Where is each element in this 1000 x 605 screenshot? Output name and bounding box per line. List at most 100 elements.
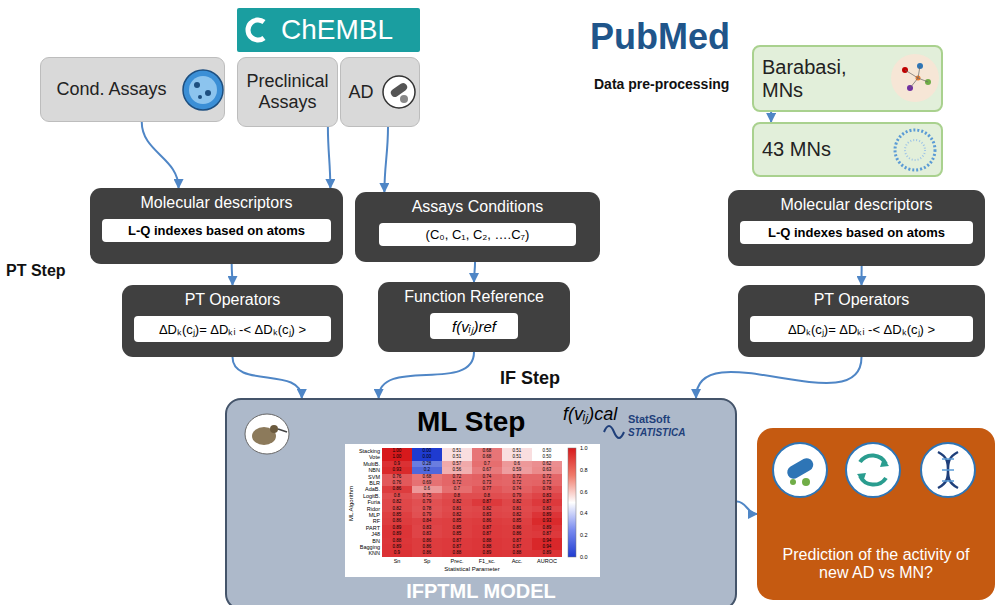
column-header: F1_sc. bbox=[472, 558, 502, 564]
flow-arrow bbox=[696, 357, 861, 398]
colorbar-tick: 0.6 bbox=[580, 489, 588, 495]
heatmap-cell: 0.88 bbox=[442, 550, 472, 556]
row-header: PART bbox=[345, 525, 380, 531]
node-text: Cond. Assays bbox=[45, 79, 220, 100]
step-label: PT Step bbox=[6, 262, 66, 280]
node-text: L-Q indexes based on atoms bbox=[746, 225, 967, 240]
formula-box: f(vᵢⱼ)ref bbox=[430, 313, 518, 339]
column-header: Sn bbox=[382, 558, 412, 564]
source-logo: ChEMBL bbox=[237, 8, 420, 52]
pill-icon bbox=[773, 443, 827, 497]
row-header: Bagging bbox=[345, 544, 380, 550]
step-label: IF Step bbox=[500, 368, 560, 389]
dna-icon bbox=[921, 443, 975, 497]
colorbar-tick: 0.0 bbox=[580, 554, 588, 560]
process-box: Assays Conditions (C₀, C₁, C₂, ….C₇) bbox=[355, 192, 600, 262]
network-box: 43 MNs bbox=[752, 122, 943, 177]
formula-box: ΔDₖ(cⱼ)= ΔDₖᵢ -< ΔDₖ(cⱼ) > bbox=[134, 316, 331, 342]
logo-text: PubMed bbox=[590, 16, 730, 58]
statistica-logo bbox=[604, 426, 624, 438]
logo-text: StatSoft bbox=[628, 413, 670, 425]
flow-arrow bbox=[379, 352, 474, 398]
colorbar-tick: 1.0 bbox=[580, 445, 588, 451]
process-box: Molecular descriptorsL-Q indexes based o… bbox=[90, 188, 343, 264]
logo-text: STATISTICA bbox=[628, 427, 685, 438]
flow-arrow bbox=[737, 502, 757, 515]
heatmap-cell: 0.9 bbox=[382, 550, 412, 556]
column-header: Acc. bbox=[502, 558, 532, 564]
flow-arrow bbox=[770, 112, 772, 122]
flow-arrow bbox=[384, 127, 388, 192]
node-text: Molecular descriptors bbox=[736, 196, 977, 214]
source-box: Preclinical Assays bbox=[237, 57, 338, 127]
colorbar-tick: 0.4 bbox=[580, 510, 588, 516]
row-header: Stacking bbox=[345, 448, 380, 454]
network-icon bbox=[895, 130, 935, 170]
heatmap-cell: 0.89 bbox=[472, 550, 502, 556]
row-header: SVM bbox=[345, 474, 380, 480]
value-box: L-Q indexes based on atoms bbox=[740, 221, 973, 244]
function-label: f(vᵢⱼ)cal bbox=[563, 401, 617, 425]
node-text: f(vᵢⱼ)ref bbox=[452, 316, 496, 336]
node-text: 43 MNs bbox=[762, 138, 933, 161]
section-label: Data pre-processing bbox=[594, 76, 729, 92]
process-box: PT OperatorsΔDₖ(cⱼ)= ΔDₖᵢ -< ΔDₖ(cⱼ) > bbox=[122, 285, 343, 357]
flow-arrow bbox=[328, 127, 330, 188]
flow-arrow bbox=[231, 264, 234, 285]
process-box: Function Reference f(vᵢⱼ)ref bbox=[378, 282, 570, 352]
prediction-box: Prediction of the activity of new AD vs … bbox=[757, 428, 995, 600]
row-header: BLR bbox=[345, 480, 380, 486]
row-header: Vote bbox=[345, 454, 380, 460]
formula-box: ΔDₖ(cⱼ)= ΔDₖᵢ -< ΔDₖ(cⱼ) > bbox=[750, 316, 973, 342]
model-title: IFPTML MODEL bbox=[227, 580, 735, 603]
column-header: Sp bbox=[412, 558, 442, 564]
node-text: ΔDₖ(cⱼ)= ΔDₖᵢ -< ΔDₖ(cⱼ) > bbox=[140, 320, 325, 338]
row-header: KNN bbox=[345, 550, 380, 556]
heatmap-cell: 0.89 bbox=[532, 550, 562, 556]
row-header: J48 bbox=[345, 531, 380, 537]
node-text: ChEMBL bbox=[281, 14, 420, 46]
node-text: PT Operators bbox=[746, 291, 977, 309]
colorbar-tick: 0.2 bbox=[580, 532, 588, 538]
axis-title: Statistical Parameter bbox=[382, 566, 562, 573]
axis-title: ML Algorithm bbox=[348, 474, 355, 534]
flow-arrow bbox=[142, 122, 179, 188]
node-text: Preclinical Assays bbox=[242, 71, 333, 113]
heatmap-cell: 0.86 bbox=[412, 550, 442, 556]
colorbar bbox=[568, 448, 576, 557]
flow-arrow bbox=[233, 357, 302, 398]
chembl-logo bbox=[248, 20, 264, 40]
node-text: (C₀, C₁, C₂, ….C₇) bbox=[385, 227, 570, 242]
row-header: NBN bbox=[345, 467, 380, 473]
node-text: ΔDₖ(cⱼ)= ΔDₖᵢ -< ΔDₖ(cⱼ) > bbox=[756, 320, 967, 338]
row-header: MultiB. bbox=[345, 461, 380, 467]
column-header: AUROC bbox=[532, 558, 562, 564]
colorbar-tick: 0.8 bbox=[580, 467, 588, 473]
column-header: Prec. bbox=[442, 558, 472, 564]
node-text: Function Reference bbox=[386, 288, 562, 306]
value-box: L-Q indexes based on atoms bbox=[102, 219, 331, 242]
drug-icon bbox=[383, 76, 415, 108]
node-text: AD bbox=[345, 82, 415, 103]
flow-arrow bbox=[861, 266, 863, 285]
node-text: Prediction of the activity of new AD vs … bbox=[771, 546, 981, 582]
node-text: Molecular descriptors bbox=[98, 194, 335, 212]
source-box: AD bbox=[340, 57, 420, 127]
flow-arrow bbox=[474, 262, 475, 282]
node-text: Barabasi, MNs bbox=[762, 56, 933, 102]
petri-dish-icon bbox=[183, 70, 223, 110]
node-text: PT Operators bbox=[130, 291, 335, 309]
source-box: Cond. Assays bbox=[40, 57, 225, 122]
heatmap-panel bbox=[345, 444, 600, 577]
step-title: ML Step bbox=[417, 406, 525, 438]
weka-logo bbox=[245, 414, 289, 454]
node-text: L-Q indexes based on atoms bbox=[108, 223, 325, 238]
value-box: (C₀, C₁, C₂, ….C₇) bbox=[379, 223, 576, 246]
network-box: Barabasi, MNs bbox=[752, 45, 943, 112]
process-box: PT OperatorsΔDₖ(cⱼ)= ΔDₖᵢ -< ΔDₖ(cⱼ) > bbox=[738, 285, 985, 357]
node-text: Assays Conditions bbox=[363, 198, 592, 216]
recycle-icon bbox=[846, 443, 900, 497]
heatmap-cell: 0.88 bbox=[502, 550, 532, 556]
